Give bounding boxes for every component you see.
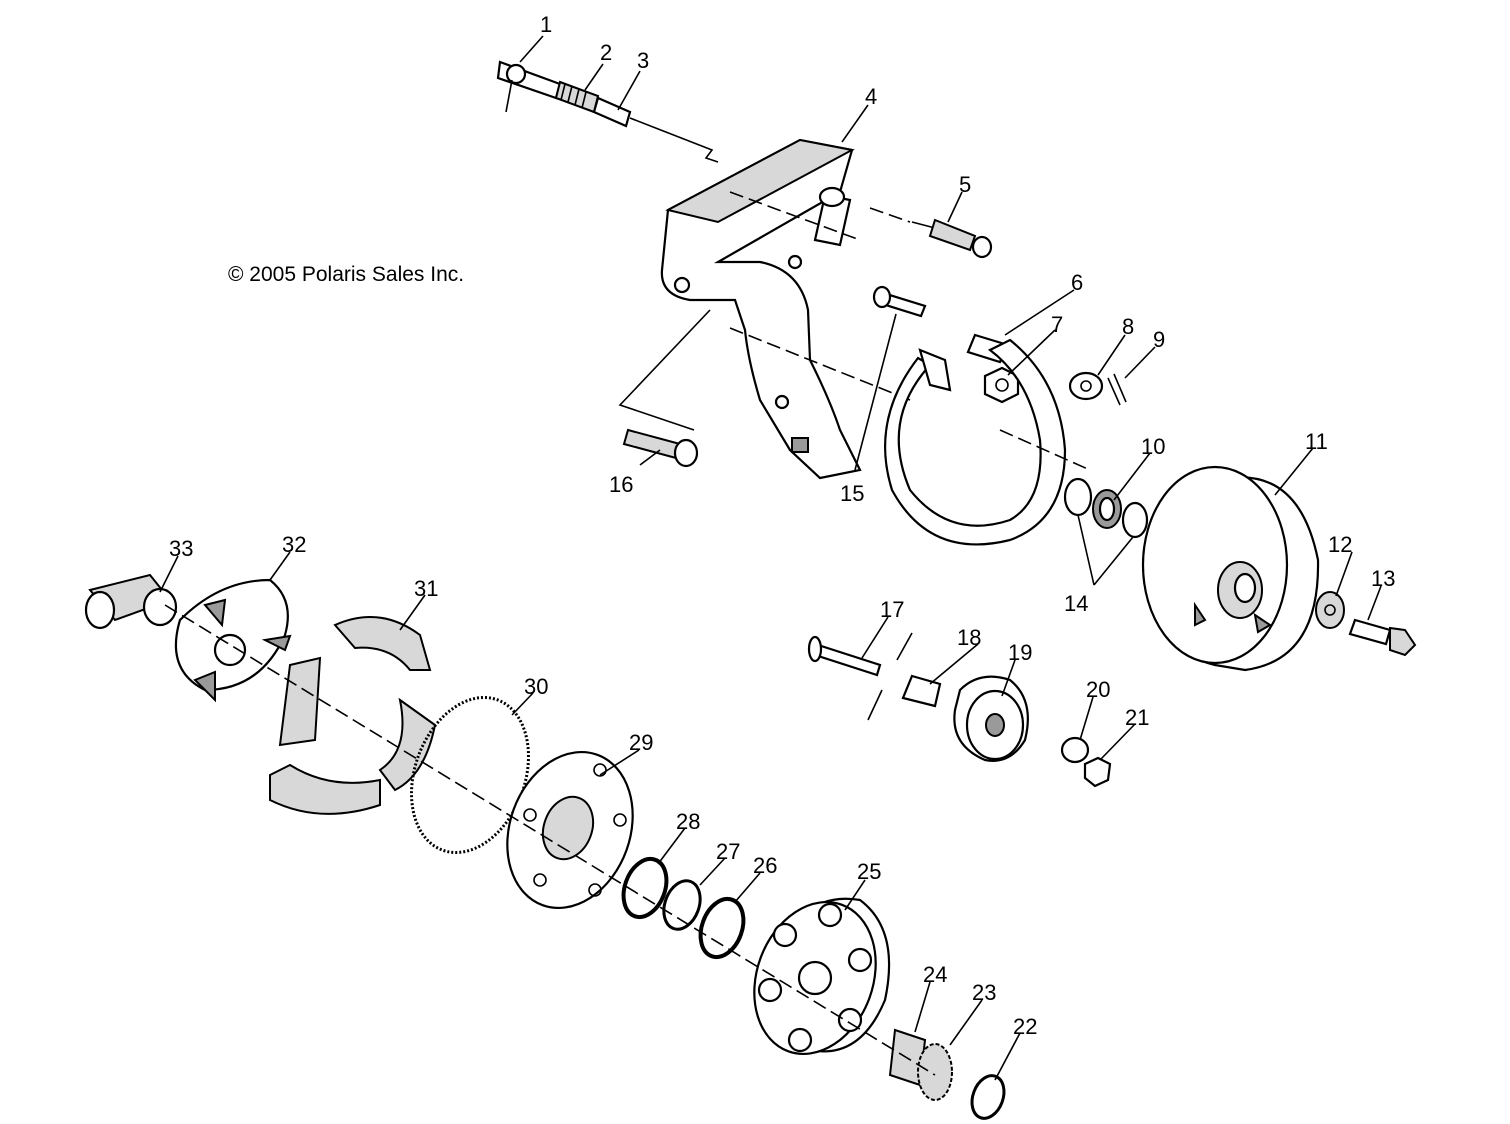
callout-19: 19 [1008, 640, 1032, 665]
cotter-pin [1107, 373, 1127, 406]
flat-washer [1068, 371, 1104, 401]
snap-ring [970, 1074, 1006, 1120]
callout-3: 3 [637, 48, 649, 73]
callout-33: 33 [169, 536, 193, 561]
clutch-hub [506, 750, 634, 910]
callout-27: 27 [716, 839, 740, 864]
callout-29: 29 [629, 730, 653, 755]
sprocket [917, 1043, 953, 1101]
copyright-text: © 2005 Polaris Sales Inc. [228, 263, 464, 286]
callout-20: 20 [1086, 677, 1110, 702]
callout-26: 26 [753, 853, 777, 878]
callout-24: 24 [923, 962, 947, 987]
callout-labels: 1 2 3 4 5 6 7 8 9 10 11 12 13 14 15 16 1… [169, 12, 1395, 1039]
callout-1: 1 [540, 12, 552, 37]
callout-5: 5 [959, 172, 971, 197]
thrust-ring [662, 879, 702, 931]
callout-23: 23 [972, 980, 996, 1005]
callout-30: 30 [524, 674, 548, 699]
callout-10: 10 [1141, 434, 1165, 459]
return-spring [869, 207, 993, 259]
callout-16: 16 [609, 472, 633, 497]
idler-washer [1060, 736, 1090, 764]
idler-wheel [953, 675, 1029, 762]
callout-8: 8 [1122, 314, 1134, 339]
drum-bolt [1348, 618, 1392, 646]
callout-31: 31 [414, 576, 438, 601]
callout-25: 25 [857, 859, 881, 884]
brake-cable [496, 60, 719, 163]
snap-ring [621, 856, 669, 920]
callout-12: 12 [1328, 532, 1352, 557]
callout-14: 14 [1064, 591, 1088, 616]
brake-band [883, 338, 1091, 546]
clutch-shoes [269, 616, 437, 815]
brake-bracket [660, 138, 911, 480]
mounting-bolt [622, 428, 682, 460]
lock-nut [983, 366, 1020, 404]
callout-21: 21 [1125, 705, 1149, 730]
callout-22: 22 [1013, 1014, 1037, 1039]
callout-6: 6 [1071, 270, 1083, 295]
drum-washer [1315, 591, 1345, 629]
callout-17: 17 [880, 597, 904, 622]
leader-lines [159, 35, 1382, 1081]
callout-7: 7 [1051, 312, 1063, 337]
idler-bolt [810, 642, 882, 677]
drive-shaft [84, 573, 178, 630]
retaining-ring [698, 896, 746, 960]
idler-nut [1083, 756, 1112, 788]
callout-13: 13 [1371, 566, 1395, 591]
o-ring [1063, 477, 1093, 517]
spider-plate [174, 578, 292, 703]
callout-9: 9 [1153, 327, 1165, 352]
brake-drum [1141, 465, 1320, 672]
callout-15: 15 [840, 481, 864, 506]
o-ring [1121, 501, 1149, 539]
callout-11: 11 [1305, 429, 1328, 454]
callout-18: 18 [957, 625, 981, 650]
callout-32: 32 [282, 532, 306, 557]
callout-2: 2 [600, 40, 612, 65]
clutch-drum [753, 897, 891, 1056]
callout-28: 28 [676, 809, 700, 834]
callout-4: 4 [865, 84, 877, 109]
